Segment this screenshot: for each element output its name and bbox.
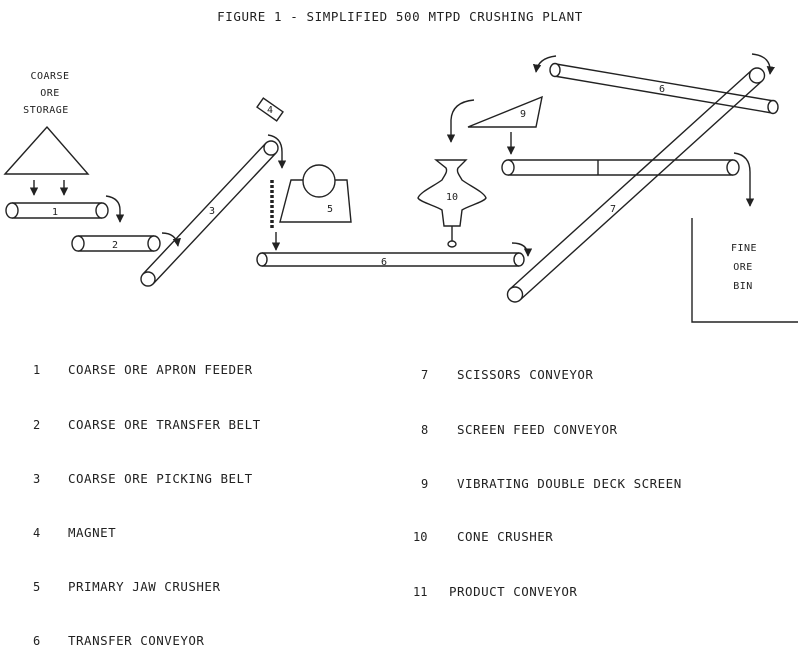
coarse-ore-picking-belt xyxy=(140,140,279,287)
legend-num-2: 2 xyxy=(33,418,40,432)
legend-num-3: 3 xyxy=(33,472,40,486)
legend-text-6: TRANSFER CONVEYOR xyxy=(68,633,204,648)
legend-num-7: 7 xyxy=(421,368,428,382)
legend-text-1: COARSE ORE APRON FEEDER xyxy=(68,362,253,377)
cone-crusher xyxy=(417,159,487,227)
bin-label-line-1: FINE xyxy=(731,243,757,254)
product-conveyor xyxy=(501,159,740,176)
bin-label-line-3: BIN xyxy=(733,281,753,292)
legend-num-11: 11 xyxy=(413,585,427,599)
storage-label-line-2: ORE xyxy=(40,88,60,99)
screen-feed-discharge-arrow xyxy=(532,55,557,73)
primary-jaw-crusher xyxy=(279,179,352,223)
scissors-conveyor-discharge-arrow xyxy=(751,53,776,75)
picking-belt-discharge-arrow xyxy=(267,134,287,169)
legend-text-5: PRIMARY JAW CRUSHER xyxy=(68,579,221,594)
legend-text-3: COARSE ORE PICKING BELT xyxy=(68,471,253,486)
legend-text-7: SCISSORS CONVEYOR xyxy=(457,367,593,382)
legend: 1 COARSE ORE APRON FEEDER 2 COARSE ORE T… xyxy=(33,362,682,648)
feeder-discharge-arrow xyxy=(105,195,125,223)
transfer-belt-discharge-arrow xyxy=(161,232,181,247)
storage-label-line-1: COARSE xyxy=(30,71,69,82)
legend-text-2: COARSE ORE TRANSFER BELT xyxy=(68,417,261,432)
legend-num-8: 8 xyxy=(421,423,428,437)
label-6-lower: 6 xyxy=(381,257,387,268)
legend-text-10: CONE CRUSHER xyxy=(457,529,553,544)
legend-text-11: PRODUCT CONVEYOR xyxy=(449,584,577,599)
label-4: 4 xyxy=(267,105,273,116)
label-5: 5 xyxy=(327,204,333,215)
legend-num-4: 4 xyxy=(33,526,40,540)
transfer-conveyor xyxy=(256,252,525,267)
coarse-ore-storage-pile xyxy=(3,125,90,175)
fine-ore-bin xyxy=(691,218,798,323)
label-9: 9 xyxy=(520,109,526,120)
scissors-conveyor xyxy=(506,67,766,303)
legend-num-10: 10 xyxy=(413,530,427,544)
bin-label-line-2: ORE xyxy=(733,262,753,273)
label-1: 1 xyxy=(52,207,58,218)
coarse-ore-apron-feeder xyxy=(5,202,109,219)
coarse-ore-transfer-belt xyxy=(71,235,161,252)
legend-num-1: 1 xyxy=(33,363,40,377)
cone-crusher-outlet xyxy=(447,240,457,248)
legend-num-6: 6 xyxy=(33,634,40,648)
legend-text-9: VIBRATING DOUBLE DECK SCREEN xyxy=(457,476,682,491)
label-3: 3 xyxy=(209,206,215,217)
label-7: 7 xyxy=(610,204,616,215)
label-6-upper: 6 xyxy=(659,84,665,95)
magnet xyxy=(256,97,284,122)
legend-text-4: MAGNET xyxy=(68,525,116,540)
legend-text-8: SCREEN FEED CONVEYOR xyxy=(457,422,618,437)
product-conveyor-discharge-arrow xyxy=(733,152,755,207)
label-10: 10 xyxy=(446,192,458,203)
legend-num-5: 5 xyxy=(33,580,40,594)
cone-crusher-feed-arrow xyxy=(446,99,475,143)
screen-feed-conveyor xyxy=(549,62,779,115)
vibrating-double-deck-screen xyxy=(467,95,543,128)
figure-title: FIGURE 1 - SIMPLIFIED 500 MTPD CRUSHING … xyxy=(217,9,583,24)
transfer-conveyor-discharge-arrow xyxy=(511,242,533,257)
legend-num-9: 9 xyxy=(421,477,428,491)
jaw-crusher-flywheel xyxy=(302,164,336,198)
label-2: 2 xyxy=(112,240,118,251)
storage-label-line-3: STORAGE xyxy=(23,105,69,116)
